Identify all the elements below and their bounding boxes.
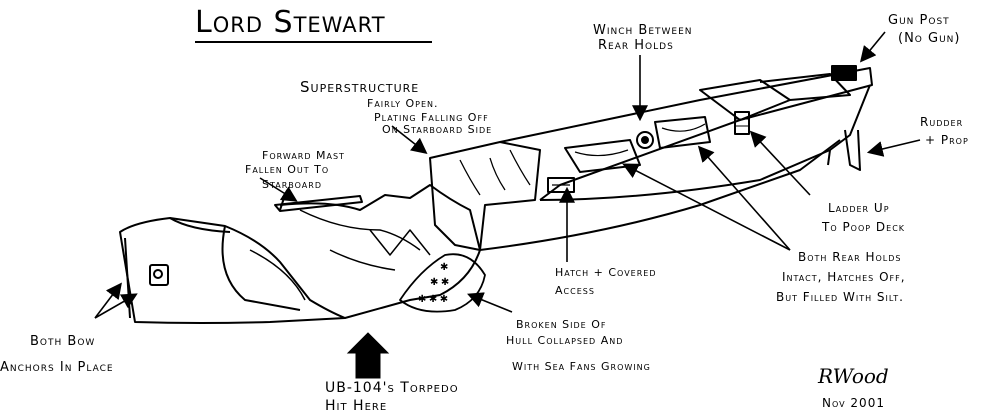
svg-text:✱: ✱ [440, 262, 448, 273]
label-rear-holds: Both Rear Holds Intact, Hatches Off, But… [776, 250, 910, 304]
label-winch: Winch Between Rear Holds [593, 23, 698, 53]
gun-post [831, 65, 857, 81]
bow-section [119, 217, 346, 324]
collapsed-hull [279, 184, 481, 319]
svg-text:✱ ✱ ✱: ✱ ✱ ✱ [418, 294, 448, 305]
leader-arrows [94, 31, 921, 319]
rear-hold-2 [654, 116, 711, 149]
main-deck [499, 67, 873, 201]
label-hatch: Hatch + Covered Access [555, 266, 661, 297]
label-superstructure-notes: Fairly Open. Plating Falling Off On Star… [367, 97, 493, 136]
artist-signature: RWood [817, 364, 889, 388]
winch [636, 131, 654, 149]
ladder [734, 111, 750, 135]
label-anchors: Both Bow Anchors In Place [0, 334, 114, 375]
label-gun-post: Gun Post (No Gun) [888, 13, 960, 46]
label-superstructure-title: Superstructure [300, 78, 419, 96]
drawing-title: Lord Stewart [195, 5, 386, 40]
torpedo-hit-arrow [346, 332, 390, 379]
superstructure [429, 141, 541, 251]
bow-anchor-box [149, 264, 169, 286]
svg-text:✱ ✱: ✱ ✱ [430, 277, 449, 288]
label-broken-hull: Broken Side Of Hull Collapsed And With S… [506, 318, 651, 373]
label-ladder: Ladder Up To Poop Deck [821, 201, 905, 234]
drawing-date: Nov 2001 [822, 396, 885, 410]
label-rudder: Rudder + Prop [920, 115, 969, 147]
label-forward-mast: Forward Mast Fallen Out To Starboard [245, 149, 349, 191]
fallen-mast [274, 195, 363, 212]
ship-wreck-drawing: ✱ ✱ ✱ ✱ ✱ ✱ [119, 65, 873, 324]
stern-rudder [844, 129, 861, 171]
label-torpedo: UB-104's Torpedo Hit Here [325, 380, 464, 410]
